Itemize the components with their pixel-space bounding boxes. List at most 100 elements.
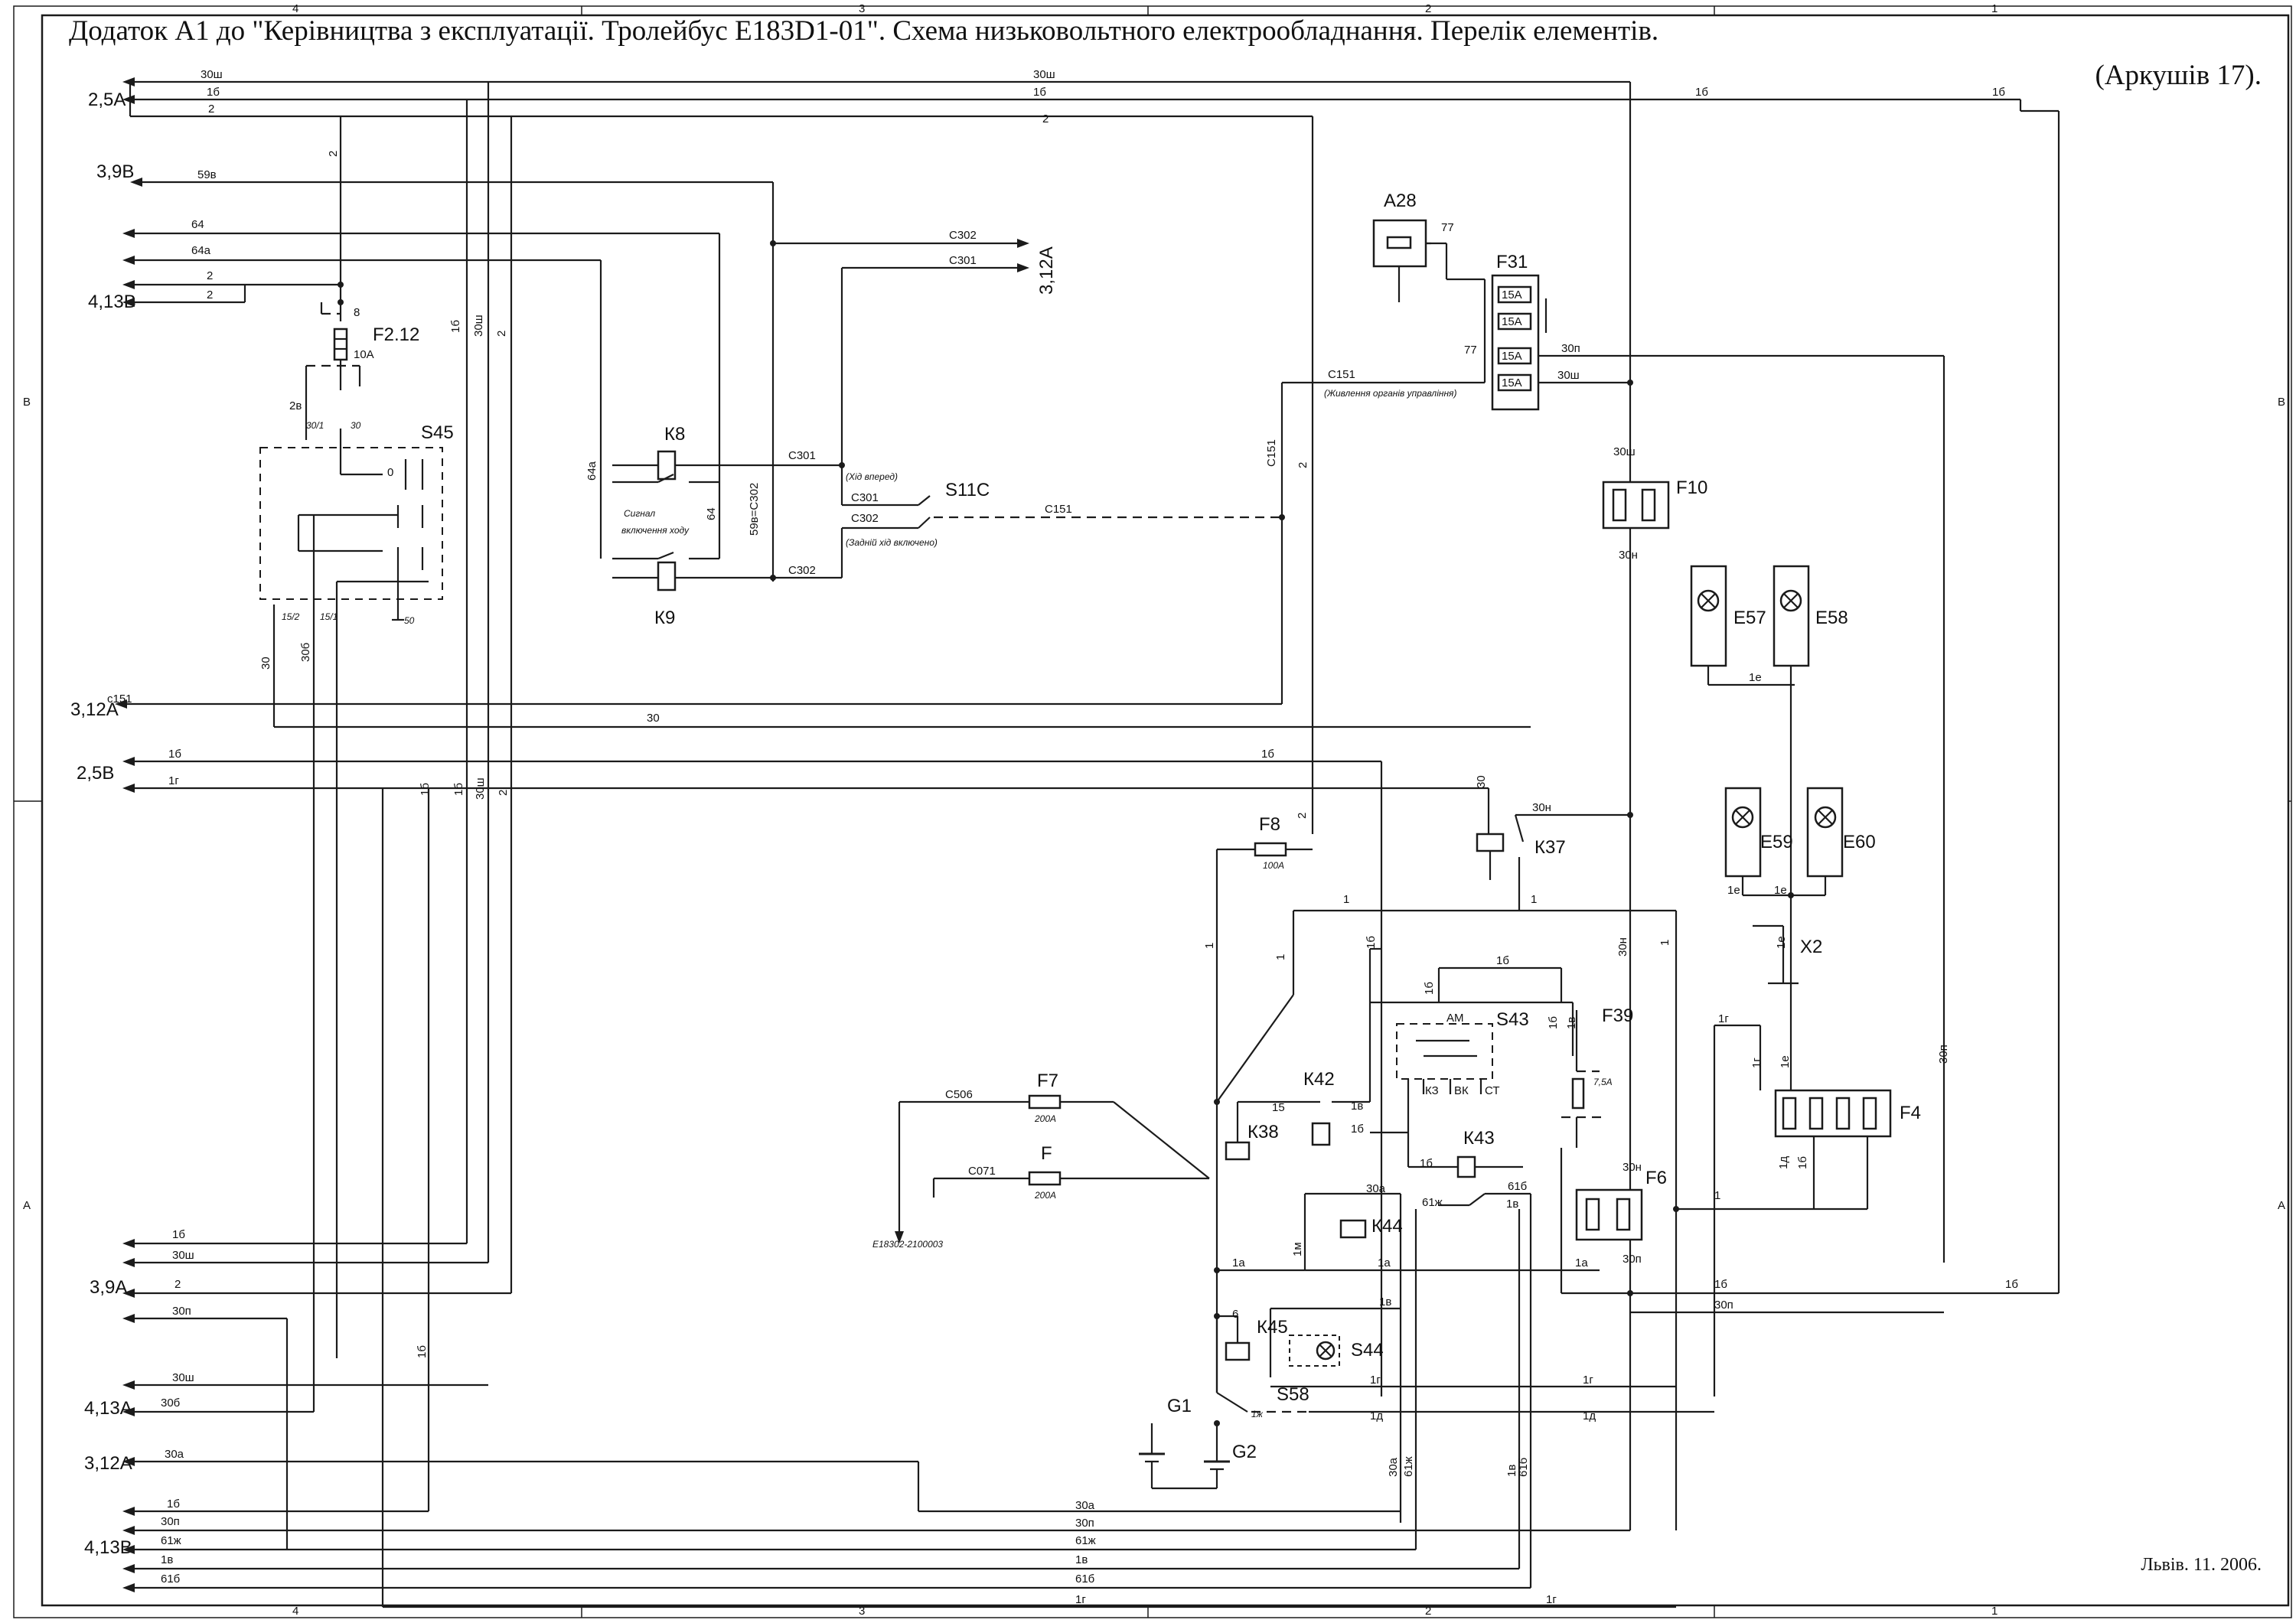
bus-3-9a — [130, 1242, 511, 1550]
f31-rating: 15А — [1502, 315, 1522, 328]
connector-2-5a: 2,5А — [88, 90, 126, 110]
frame-mark-top-4: 4 — [292, 2, 298, 15]
wire-label: 1 — [1714, 1189, 1720, 1202]
wire-label: 61ж — [161, 1534, 181, 1547]
wire-label: 1б — [1033, 86, 1046, 99]
frame-mark-side-v-right: В — [2278, 396, 2285, 409]
s45-outputs — [272, 605, 1531, 1412]
wire-label: 1в — [1379, 1295, 1391, 1309]
wire-label: 1ж — [1251, 1409, 1264, 1419]
relay-k44-label: К44 — [1371, 1216, 1403, 1237]
connector-3-12a-top: 3,12А — [1036, 246, 1057, 295]
wire-label: 30н — [1616, 937, 1629, 957]
wire-label: С302 — [788, 564, 816, 577]
relay-k8-label: К8 — [664, 424, 685, 445]
wire-label: 2 — [327, 151, 340, 157]
lamp-e58 — [1773, 565, 1810, 888]
bus-2-5a — [129, 80, 2022, 834]
note-reverse: (Задній хід включено) — [846, 537, 938, 548]
wire-label: 30а — [165, 1448, 184, 1461]
unit-a28 — [1372, 219, 1485, 302]
frame-mark-top-2: 2 — [1425, 2, 1431, 15]
wire-label: 59в=С302 — [748, 483, 761, 536]
connector-3-12a-bottom: 3,12А — [84, 1453, 132, 1474]
wire-label: 1б — [1695, 86, 1708, 99]
fuse-f2-12-label: F2.12 — [373, 324, 419, 345]
bus-4-13a — [130, 788, 488, 1511]
wire-label: 61ж — [1402, 1456, 1415, 1477]
wire-label: 30п — [161, 1515, 180, 1528]
frame-mark-side-a: А — [23, 1199, 31, 1212]
bus-64 — [130, 232, 721, 559]
wire-label: 30ш — [1557, 369, 1580, 382]
note-kz: КЗ — [1425, 1084, 1439, 1097]
note-st: СТ — [1485, 1084, 1500, 1097]
wire-label: 30п — [1075, 1517, 1094, 1530]
drawing-frame — [13, 5, 2292, 1618]
wire-label: 1г — [1370, 1374, 1381, 1387]
junction-dots — [338, 240, 1794, 1426]
relay-k43 — [1407, 1133, 1531, 1207]
wire-label: 30 — [647, 712, 660, 725]
wire-label: 30а — [1387, 1457, 1400, 1477]
battery-g1 — [1139, 1423, 1217, 1490]
wire-label: 1а — [1378, 1256, 1391, 1269]
wire-label: 1б — [2005, 1278, 2018, 1291]
relay-k42 — [1270, 947, 1381, 1146]
connector-3-9v: 3,9В — [96, 161, 134, 182]
wire-label: 1г — [1546, 1593, 1557, 1606]
switch-s44 — [1289, 1335, 1340, 1367]
wire-label: 6 — [1232, 1308, 1238, 1321]
wire-label: 1б — [1796, 1156, 1809, 1169]
wire-label: 1б — [1420, 1157, 1433, 1170]
fuse-block-f4-label: F4 — [1900, 1103, 1921, 1123]
wire-label: 1б — [1714, 1278, 1727, 1291]
wire-label: 1б — [1423, 982, 1436, 995]
wire-label: 15/1 — [320, 611, 338, 622]
f31-rating: 15А — [1502, 350, 1522, 363]
wire-label: 1 — [1203, 943, 1216, 949]
relay-k37-label: К37 — [1534, 837, 1566, 858]
wire-label: С301 — [851, 491, 879, 504]
fuse-f39-rating: 7,5А — [1593, 1077, 1613, 1087]
wire-label: 30 — [259, 657, 272, 670]
wire-label: 30п — [1623, 1253, 1642, 1266]
wire-label: 2 — [207, 269, 213, 282]
wire-label: С302 — [851, 512, 879, 525]
wire-label: 1д — [1370, 1410, 1383, 1423]
note-supply: (Живлення органів управління) — [1324, 388, 1456, 399]
relay-k45-label: К45 — [1257, 1317, 1288, 1338]
wire-label: 2 — [1296, 813, 1309, 819]
wire-label: 1е — [1779, 1055, 1792, 1068]
fuse-f2-12 — [305, 287, 361, 429]
fuse-f8-label: F8 — [1259, 814, 1280, 835]
wire-label: 30а — [1366, 1182, 1386, 1195]
frame-mark-top-1: 1 — [1991, 2, 1998, 15]
wire-label: 30ш — [172, 1249, 194, 1262]
switch-s44-label: S44 — [1351, 1340, 1384, 1361]
connector-x2-label: X2 — [1800, 937, 1822, 957]
lamp-e60 — [1789, 787, 1844, 1090]
note-am: АМ — [1446, 1012, 1464, 1025]
fuse-block-f31 — [1483, 274, 1630, 411]
wire-label: 1е — [1727, 884, 1740, 897]
connector-x2 — [1753, 924, 1799, 985]
note-forward: (Хід вперед) — [846, 471, 898, 482]
wire-label: 61б — [1075, 1572, 1094, 1586]
switch-s45: 0 — [259, 429, 443, 621]
wire-label: С071 — [968, 1165, 996, 1178]
wire-label: 1в — [1505, 1465, 1518, 1477]
wire-label: С151 — [1328, 368, 1355, 381]
wire-label: 1м — [1291, 1242, 1304, 1256]
c301-c302-wires — [773, 242, 1018, 578]
relay-k45 — [1215, 1307, 1401, 1393]
relay-k43-label: К43 — [1463, 1128, 1495, 1149]
frame-mark-side-v: В — [23, 396, 31, 409]
wire-label: С301 — [788, 449, 816, 462]
wire-label: 30 — [351, 420, 361, 431]
sheet-title-sheets: (Аркушів 17). — [2095, 60, 2262, 91]
wire-label: С302 — [949, 229, 977, 242]
connector-2-5v: 2,5В — [77, 763, 114, 784]
lamp-e57 — [1690, 565, 1795, 686]
lamp-e57-label: E57 — [1733, 608, 1766, 628]
